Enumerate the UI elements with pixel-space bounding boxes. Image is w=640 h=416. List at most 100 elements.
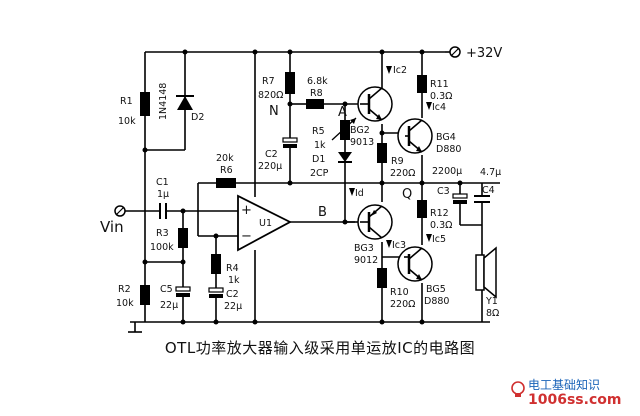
svg-text:20k: 20k xyxy=(216,153,234,164)
site-watermark: 电工基础知识 1006ss.com xyxy=(508,374,640,416)
svg-text:−: − xyxy=(241,229,252,244)
resistor-r2: R2 10k xyxy=(116,284,150,309)
resistor-r5: R5 1k xyxy=(312,117,357,151)
svg-text:D880: D880 xyxy=(424,296,449,307)
svg-text:22μ: 22μ xyxy=(160,300,178,311)
svg-text:6.8k: 6.8k xyxy=(307,76,328,87)
input-terminal: Vin xyxy=(100,205,126,236)
junctions xyxy=(142,49,463,325)
svg-text:10k: 10k xyxy=(116,298,134,309)
watermark-line1: 电工基础知识 xyxy=(528,378,601,392)
svg-text:1N4148: 1N4148 xyxy=(158,83,169,120)
svg-text:Ic5: Ic5 xyxy=(432,234,446,245)
svg-text:R4: R4 xyxy=(226,263,239,274)
svg-text:U1: U1 xyxy=(259,218,272,229)
capacitor-c2-lower: C2 22μ xyxy=(208,287,242,312)
svg-text:R1: R1 xyxy=(120,96,133,107)
diagram-caption: OTL功率放大器输入级采用单运放IC的电路图 xyxy=(164,339,476,357)
svg-text:Ic4: Ic4 xyxy=(432,102,446,113)
current-labels: Ic2 Ic4 Id Ic3 Ic5 xyxy=(349,65,446,251)
resistor-r10: R10 220Ω xyxy=(377,268,415,310)
resistor-r9: R9 220Ω xyxy=(377,143,415,179)
resistor-r11: R11 0.3Ω xyxy=(417,75,452,102)
svg-text:Ic2: Ic2 xyxy=(393,65,407,76)
diode-d1: D1 2CP xyxy=(310,152,352,179)
svg-text:D1: D1 xyxy=(312,154,325,165)
svg-text:R11: R11 xyxy=(430,79,449,90)
svg-text:R9: R9 xyxy=(391,156,404,167)
svg-text:2CP: 2CP xyxy=(310,168,329,179)
svg-text:8Ω: 8Ω xyxy=(486,308,499,319)
capacitor-c1: C1 1μ xyxy=(156,177,169,219)
svg-text:R8: R8 xyxy=(310,88,323,99)
svg-text:+: + xyxy=(241,203,252,218)
svg-text:820Ω: 820Ω xyxy=(258,90,283,101)
opamp-u1: + − U1 xyxy=(237,194,292,252)
resistor-r3: R3 100k xyxy=(150,228,188,253)
speaker-y1: Y1 8Ω xyxy=(475,246,499,319)
svg-text:D880: D880 xyxy=(436,144,461,155)
transistor-bg4: BG4 D880 xyxy=(397,118,461,155)
capacitor-c5: C5 22μ xyxy=(160,284,191,311)
svg-text:22μ: 22μ xyxy=(224,301,242,312)
svg-text:BG5: BG5 xyxy=(426,284,446,295)
bulb-icon xyxy=(511,381,525,397)
svg-text:Id: Id xyxy=(355,188,364,199)
svg-text:220Ω: 220Ω xyxy=(390,299,415,310)
svg-text:0.3Ω: 0.3Ω xyxy=(430,91,452,102)
svg-text:9013: 9013 xyxy=(350,137,374,148)
resistor-r4: R4 1k xyxy=(211,254,240,286)
diode-d2: 1N4148 D2 xyxy=(158,83,204,123)
svg-text:0.3Ω: 0.3Ω xyxy=(430,220,452,231)
svg-text:BG2: BG2 xyxy=(350,125,370,136)
svg-text:1k: 1k xyxy=(314,140,326,151)
svg-text:BG3: BG3 xyxy=(354,243,374,254)
transistor-bg5: BG5 D880 xyxy=(397,246,449,307)
svg-text:N: N xyxy=(269,104,279,119)
svg-text:Q: Q xyxy=(402,187,412,202)
resistor-r1: R1 10k xyxy=(118,92,150,127)
capacitor-c4: C4 4.7μ xyxy=(474,167,501,203)
svg-text:C3: C3 xyxy=(437,186,450,197)
input-label: Vin xyxy=(100,218,124,236)
resistor-r8: 6.8k R8 xyxy=(306,76,328,109)
svg-text:Ic3: Ic3 xyxy=(392,240,406,251)
svg-text:C2: C2 xyxy=(226,289,239,300)
svg-text:R12: R12 xyxy=(430,208,449,219)
svg-text:C1: C1 xyxy=(156,177,169,188)
svg-text:Y1: Y1 xyxy=(485,296,498,307)
svg-text:220Ω: 220Ω xyxy=(390,168,415,179)
svg-text:1μ: 1μ xyxy=(157,189,169,200)
svg-text:C4: C4 xyxy=(482,185,495,196)
svg-text:C2: C2 xyxy=(265,149,278,160)
svg-text:1k: 1k xyxy=(228,275,240,286)
svg-text:R2: R2 xyxy=(118,284,131,295)
svg-text:R10: R10 xyxy=(390,287,409,298)
svg-text:A: A xyxy=(338,105,347,120)
resistor-r7: R7 820Ω xyxy=(258,72,295,101)
supply-terminal: +32V xyxy=(445,46,502,61)
svg-text:100k: 100k xyxy=(150,242,174,253)
watermark-line2: 1006ss.com xyxy=(528,392,622,408)
svg-text:BG4: BG4 xyxy=(436,132,456,143)
svg-text:2200μ: 2200μ xyxy=(432,166,462,177)
svg-text:R5: R5 xyxy=(312,126,325,137)
svg-text:220μ: 220μ xyxy=(258,161,282,172)
resistor-r12: R12 0.3Ω xyxy=(417,200,452,231)
capacitor-c2-upper: C2 220μ xyxy=(258,137,298,172)
svg-text:R6: R6 xyxy=(220,165,233,176)
supply-label: +32V xyxy=(466,46,502,61)
svg-text:D2: D2 xyxy=(191,112,204,123)
capacitor-c3: C3 2200μ xyxy=(432,166,468,204)
node-labels: N A B Q xyxy=(269,104,412,220)
svg-text:B: B xyxy=(318,205,327,220)
svg-text:4.7μ: 4.7μ xyxy=(480,167,501,178)
svg-text:R7: R7 xyxy=(262,76,275,87)
transistor-bg3: BG3 9012 xyxy=(354,204,393,266)
svg-text:R3: R3 xyxy=(156,228,169,239)
svg-text:C5: C5 xyxy=(160,284,173,295)
transistor-bg2: BG2 9013 xyxy=(350,84,393,148)
svg-text:9012: 9012 xyxy=(354,255,378,266)
resistor-r6: 20k R6 xyxy=(216,153,236,188)
